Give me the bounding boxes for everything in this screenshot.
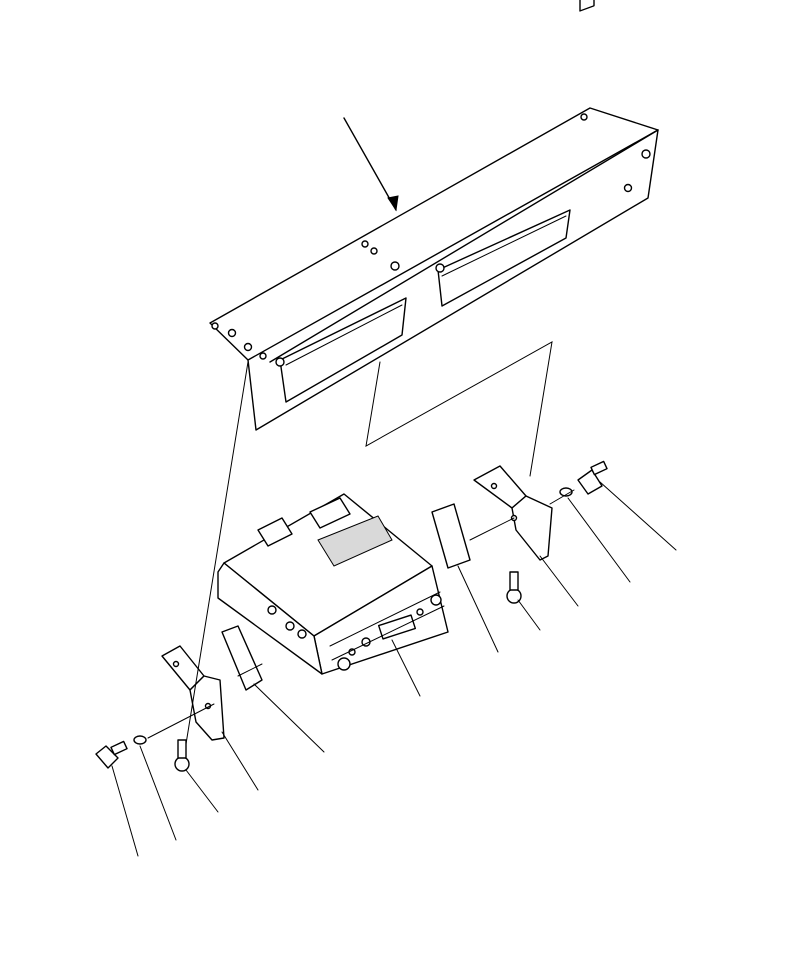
radio-knob	[337, 657, 351, 671]
washer-right	[559, 487, 573, 497]
bolt-left	[95, 740, 128, 769]
screw-left	[174, 739, 190, 772]
screw-right	[506, 571, 522, 604]
leader-plate-right	[457, 565, 499, 653]
plate-left	[221, 625, 263, 691]
leader-washer-left	[139, 745, 177, 841]
leader-bolt-left	[111, 765, 139, 857]
radio-connector	[257, 517, 293, 547]
radio-label	[317, 515, 393, 567]
radio-side	[217, 562, 323, 675]
front-panel	[209, 0, 659, 431]
leader-bolt-right	[599, 481, 677, 551]
leader-plate-left	[253, 683, 325, 753]
leader-bracket-left	[221, 731, 259, 791]
leader-screw-left	[185, 769, 219, 813]
panel-switch-1	[579, 0, 595, 12]
leader-screw-right	[517, 599, 541, 631]
washer-left	[133, 735, 147, 745]
leader-front-panel	[343, 117, 397, 211]
plate-right	[431, 503, 471, 569]
bracket-right	[473, 465, 553, 561]
radio-unit	[217, 493, 449, 675]
bolt-right	[577, 460, 608, 495]
assembly-lines	[147, 341, 575, 745]
leader-bracket-right	[539, 555, 579, 607]
panel-cutout-left	[279, 297, 407, 403]
panel-cutout-right	[437, 209, 571, 307]
leader-radio	[391, 639, 421, 697]
leader-washer-right	[567, 497, 631, 583]
leader-lines	[111, 117, 677, 857]
